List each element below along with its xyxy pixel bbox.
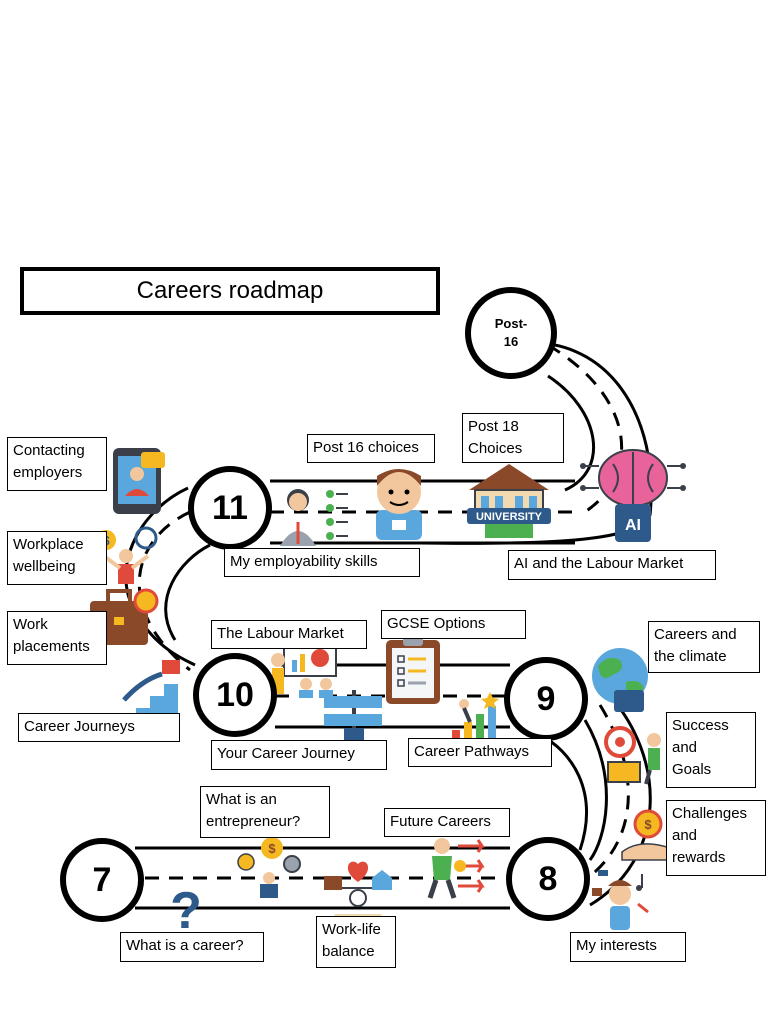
milestone-10: 10	[193, 653, 277, 737]
svg-text:$: $	[644, 817, 652, 832]
label-work-placements: Work placements	[7, 611, 107, 665]
label-your-career-journey: Your Career Journey	[211, 740, 387, 770]
svg-text:?: ?	[170, 882, 202, 940]
label-employability-skills: My employability skills	[224, 548, 420, 577]
label-post16-choices: Post 16 choices	[307, 434, 435, 463]
gcse-clipboard-icon	[386, 636, 440, 704]
future-careers-icon	[427, 838, 485, 899]
label-my-interests: My interests	[570, 932, 686, 962]
labour-market-presentation-icon	[271, 641, 337, 698]
label-ai-labour-market: AI and the Labour Market	[508, 550, 716, 580]
road-edge-inner	[547, 374, 596, 492]
label-career-pathways: Career Pathways	[408, 738, 552, 767]
page-title: Careers roadmap	[20, 267, 440, 315]
label-career-journeys: Career Journeys	[18, 713, 180, 742]
question-mark-icon: ?	[170, 882, 202, 940]
road-edge	[583, 719, 608, 861]
milestone-7: 7	[60, 838, 144, 922]
milestone-8: 8	[506, 837, 590, 921]
target-goals-icon	[604, 726, 661, 785]
label-success-goals: Success and Goals	[666, 712, 756, 788]
label-work-life-balance: Work-life balance	[316, 916, 396, 968]
milestone-post16: Post- 16	[465, 287, 557, 379]
career-stairs-icon	[122, 660, 180, 720]
label-careers-climate: Careers and the climate	[648, 621, 760, 673]
label-labour-market: The Labour Market	[211, 620, 367, 649]
road-center-dashed	[547, 343, 624, 517]
svg-text:$: $	[268, 841, 276, 856]
label-workplace-wellbeing: Workplace wellbeing	[7, 531, 107, 585]
earth-climate-icon	[592, 648, 648, 712]
interests-person-icon	[592, 870, 649, 930]
label-what-entrepreneur: What is an entrepreneur?	[200, 786, 330, 838]
label-contacting-employers: Contacting employers	[7, 437, 107, 491]
label-what-career: What is a career?	[120, 932, 264, 962]
university-building-icon: UNIVERSITY	[467, 464, 551, 538]
career-pathways-icon	[452, 692, 499, 742]
milestone-11: 11	[188, 466, 272, 550]
milestone-9: 9	[504, 657, 588, 741]
ai-brain-icon: AI	[580, 449, 686, 542]
label-future-careers: Future Careers	[384, 808, 510, 837]
employability-checklist-icon	[280, 489, 348, 546]
svg-text:AI: AI	[625, 517, 641, 534]
student-avatar-icon	[376, 469, 422, 540]
work-life-balance-icon	[324, 861, 392, 922]
phone-contact-icon	[113, 448, 165, 514]
medal-reward-icon: $	[621, 809, 671, 861]
label-gcse-options: GCSE Options	[381, 610, 526, 639]
svg-text:UNIVERSITY: UNIVERSITY	[476, 511, 543, 523]
entrepreneur-icon: $	[237, 837, 301, 898]
road-edge	[164, 543, 211, 641]
label-challenges-rewards: Challenges and rewards	[666, 800, 766, 876]
label-post18-choices: Post 18 Choices	[462, 413, 564, 463]
